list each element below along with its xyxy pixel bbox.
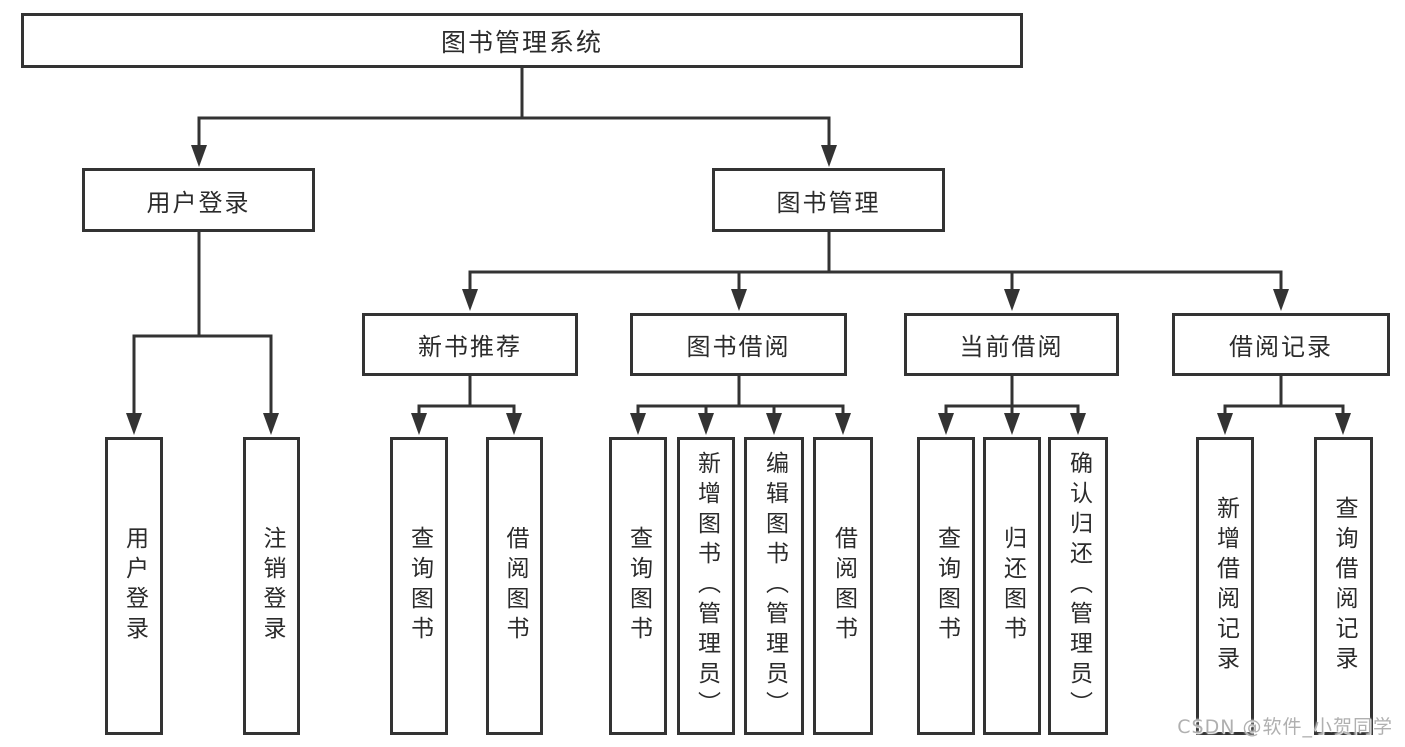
node-nbr-query-books: 查询图书 xyxy=(390,437,448,735)
arrow-icon xyxy=(1004,413,1020,435)
node-bb-query-books-label: 查询图书 xyxy=(625,526,652,646)
node-br-query-record-label: 查询借阅记录 xyxy=(1331,496,1357,676)
node-book-mgmt-group: 图书管理 xyxy=(712,168,945,232)
arrow-icon xyxy=(835,413,851,435)
arrow-icon xyxy=(1070,413,1086,435)
arrow-icon xyxy=(411,413,427,435)
node-logout-label: 注销登录 xyxy=(259,526,285,646)
node-cb-return-books-label: 归还图书 xyxy=(999,526,1026,646)
node-user-login-group: 用户登录 xyxy=(82,168,315,232)
arrow-icon xyxy=(731,289,747,311)
arrow-icon xyxy=(630,413,646,435)
node-new-book-rec: 新书推荐 xyxy=(362,313,578,376)
node-bb-edit-books-label: 编辑图书（管理员） xyxy=(761,451,788,721)
node-current-borrow: 当前借阅 xyxy=(904,313,1119,376)
node-bb-edit-books: 编辑图书（管理员） xyxy=(744,437,804,735)
node-cb-return-books: 归还图书 xyxy=(983,437,1041,735)
node-borrow-records: 借阅记录 xyxy=(1172,313,1390,376)
connector-edges xyxy=(132,66,1345,420)
arrow-icon xyxy=(506,413,522,435)
arrow-icon xyxy=(126,413,142,435)
arrow-icon xyxy=(1217,413,1233,435)
node-cb-confirm-return-label: 确认归还（管理员） xyxy=(1065,451,1092,721)
node-nbr-borrow-books: 借阅图书 xyxy=(486,437,543,735)
node-user-login-label: 用户登录 xyxy=(121,526,148,646)
node-nbr-borrow-books-label: 借阅图书 xyxy=(502,526,528,646)
node-cb-confirm-return: 确认归还（管理员） xyxy=(1048,437,1108,735)
watermark: CSDN @软件_小贺同学 xyxy=(1177,716,1393,738)
arrow-icon xyxy=(821,145,837,167)
arrow-icon xyxy=(698,413,714,435)
node-cb-query-books-label: 查询图书 xyxy=(933,526,960,646)
arrow-icon xyxy=(1004,289,1020,311)
node-bb-query-books: 查询图书 xyxy=(609,437,667,735)
node-bb-add-books: 新增图书（管理员） xyxy=(677,437,735,735)
node-br-add-record: 新增借阅记录 xyxy=(1196,437,1254,735)
node-nbr-query-books-label: 查询图书 xyxy=(406,526,433,646)
node-book-borrow: 图书借阅 xyxy=(630,313,847,376)
arrow-icon xyxy=(263,413,279,435)
node-cb-query-books: 查询图书 xyxy=(917,437,975,735)
arrowheads xyxy=(126,145,1351,435)
node-bb-add-books-label: 新增图书（管理员） xyxy=(693,451,720,721)
node-br-add-record-label: 新增借阅记录 xyxy=(1212,496,1239,676)
node-logout: 注销登录 xyxy=(243,437,300,735)
arrow-icon xyxy=(1335,413,1351,435)
arrow-icon xyxy=(1273,289,1289,311)
arrow-icon xyxy=(766,413,782,435)
node-br-query-record: 查询借阅记录 xyxy=(1314,437,1373,735)
node-bb-borrow-books-label: 借阅图书 xyxy=(830,526,857,646)
arrow-icon xyxy=(938,413,954,435)
node-root: 图书管理系统 xyxy=(21,13,1023,68)
node-user-login: 用户登录 xyxy=(105,437,163,735)
arrow-icon xyxy=(191,145,207,167)
node-bb-borrow-books: 借阅图书 xyxy=(813,437,873,735)
arrow-icon xyxy=(462,289,478,311)
